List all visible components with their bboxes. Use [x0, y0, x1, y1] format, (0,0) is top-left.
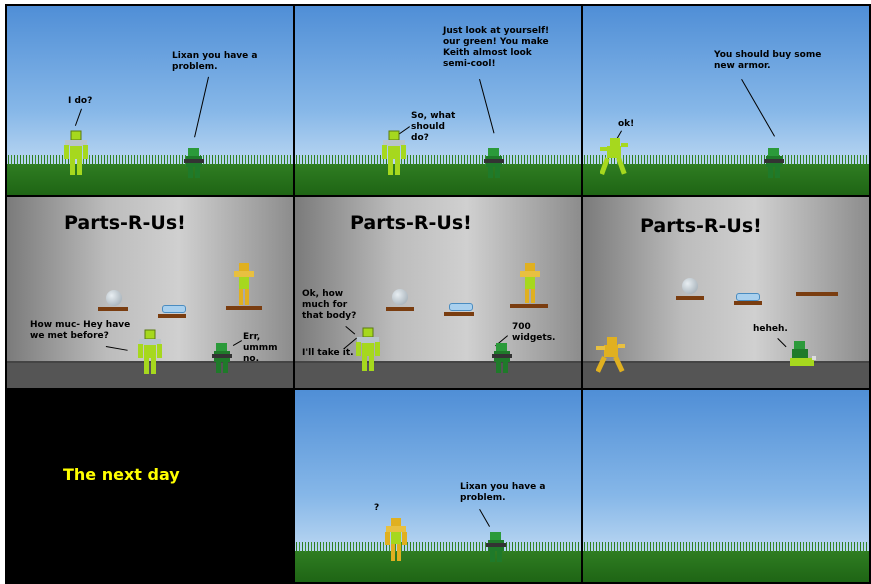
speech-buy-armor: You should buy some new armor.	[714, 50, 822, 71]
panel-5: Parts-R-Us! Ok, how much for that body? …	[294, 196, 582, 389]
speech-tail	[105, 346, 128, 351]
speech-700-widgets: 700 widgets.	[512, 322, 556, 343]
rock-part	[682, 278, 698, 294]
gold-armor-body	[234, 263, 254, 305]
shelf	[734, 301, 762, 305]
grass	[294, 155, 582, 196]
panel-3: You should buy some new armor. ok!	[582, 5, 870, 196]
shelf	[796, 292, 838, 296]
panel-7: The next day	[6, 389, 294, 583]
speech-what-should: So, what should do?	[411, 111, 456, 143]
rock-part	[106, 290, 122, 306]
shelf	[98, 307, 128, 311]
speech-heheh: heheh.	[753, 324, 788, 334]
speech-tail	[232, 340, 242, 346]
store-sign: Parts-R-Us!	[350, 212, 472, 234]
speech-question: ?	[374, 503, 380, 513]
lime-robot-figure	[138, 329, 162, 374]
speech-look-yourself: Just look at yourself! our green! You ma…	[443, 26, 550, 69]
gold-armor-body	[520, 263, 540, 303]
lime-robot-figure	[356, 327, 380, 371]
lime-robot-figure	[64, 130, 88, 175]
store-floor	[6, 361, 294, 389]
store-floor	[582, 361, 870, 389]
shelf	[676, 296, 704, 300]
shelf	[444, 312, 474, 316]
store-sign: Parts-R-Us!	[640, 215, 762, 237]
border-bottom	[5, 582, 871, 584]
green-robot-figure	[492, 343, 512, 373]
speech-how-much-body: Ok, how much for that body?	[302, 289, 357, 321]
grass	[582, 542, 870, 583]
border-left	[5, 4, 7, 584]
green-robot-figure	[212, 343, 232, 373]
speech-tail	[194, 76, 209, 138]
speech-how-much: How muc- Hey have we met before?	[30, 320, 131, 341]
panel-1: Lixan you have a problem. I do?	[6, 5, 294, 196]
green-robot-figure	[484, 148, 504, 178]
speech-tail	[479, 509, 490, 527]
rock-part	[392, 289, 408, 305]
shelf	[158, 314, 186, 318]
grass	[6, 155, 294, 196]
gold-lime-robot-running	[596, 337, 625, 373]
panel-2: Just look at yourself! our green! You ma…	[294, 5, 582, 196]
green-robot-figure	[184, 148, 204, 178]
green-robot-figure	[764, 148, 784, 178]
speech-err-ummm: Err, ummm no.	[243, 332, 278, 364]
store-floor	[294, 361, 582, 389]
speech-ok: ok!	[618, 119, 635, 129]
panel-9	[582, 389, 870, 583]
speech-take-it: I'll take it.	[302, 348, 354, 358]
shelf	[386, 307, 414, 311]
lime-robot-figure	[382, 130, 406, 175]
gear-part	[162, 305, 186, 313]
border-v2	[581, 4, 583, 584]
grass	[294, 542, 582, 583]
store-sign: Parts-R-Us!	[64, 212, 186, 234]
shelf	[510, 304, 548, 308]
gold-lime-robot-figure	[385, 518, 407, 561]
green-robot-figure	[790, 341, 816, 366]
speech-tail	[741, 79, 775, 137]
speech-lixan-problem: Lixan you have a problem.	[172, 51, 258, 72]
green-robot-figure	[486, 532, 506, 562]
panel-6: Parts-R-Us! heheh.	[582, 196, 870, 389]
panel-4: Parts-R-Us! How muc- Hey have we met bef…	[6, 196, 294, 389]
gear-part	[736, 293, 760, 301]
speech-tail	[74, 108, 82, 126]
speech-tail	[479, 79, 495, 134]
speech-lixan-problem: Lixan you have a problem.	[460, 482, 546, 503]
speech-i-do: I do?	[68, 96, 93, 106]
shelf	[226, 306, 262, 310]
border-h1	[5, 195, 871, 197]
gear-part	[449, 303, 473, 311]
border-right	[869, 4, 871, 584]
border-v1	[293, 4, 295, 584]
lime-robot-figure	[600, 138, 628, 176]
caption-next-day: The next day	[63, 465, 180, 484]
grass	[582, 155, 870, 196]
border-h2	[5, 388, 871, 390]
panel-8: Lixan you have a problem. ?	[294, 389, 582, 583]
border-top	[5, 4, 871, 6]
